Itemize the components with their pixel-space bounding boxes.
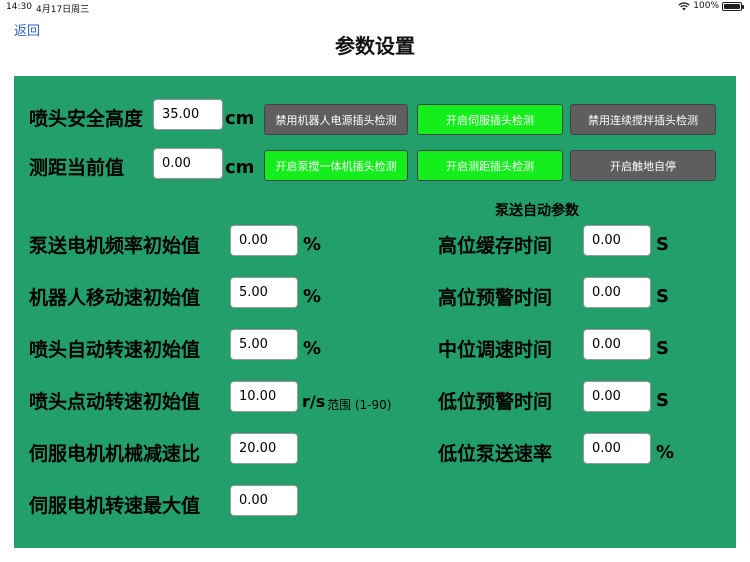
settings-panel: 喷头安全高度 35.00 cm 禁用机器人电源插头检测 开启伺服插头检测 禁用连… bbox=[14, 76, 736, 548]
robot-move-speed-init-unit: % bbox=[303, 286, 322, 307]
status-date: 4月17日周三 bbox=[36, 5, 90, 15]
nozzle-jog-speed-range-note: 范围 (1-90) bbox=[327, 398, 392, 412]
pump-motor-freq-init-label: 泵送电机频率初始值 bbox=[29, 235, 201, 257]
wifi-icon bbox=[678, 1, 690, 10]
nozzle-safe-height-label: 喷头安全高度 bbox=[29, 108, 144, 130]
pump-motor-freq-init-unit: % bbox=[303, 234, 322, 255]
mid-adjust-time-input[interactable]: 0.00 bbox=[583, 329, 651, 360]
servo-max-speed-input[interactable]: 0.00 bbox=[230, 485, 298, 516]
range-current-unit: cm bbox=[225, 157, 255, 178]
disable-continuous-mix-plug-detect-button[interactable]: 禁用连续搅拌插头检测 bbox=[570, 104, 716, 135]
mid-adjust-time-unit: S bbox=[656, 338, 669, 359]
status-time: 14:30 bbox=[6, 2, 32, 12]
low-warning-time-input[interactable]: 0.00 bbox=[583, 381, 651, 412]
disable-robot-power-plug-detect-button[interactable]: 禁用机器人电源插头检测 bbox=[264, 104, 408, 135]
battery-icon bbox=[722, 1, 744, 11]
low-pump-rate-unit: % bbox=[656, 442, 675, 463]
robot-move-speed-init-label: 机器人移动速初始值 bbox=[29, 287, 201, 309]
status-bar: 14:30 4月17日周三 100% bbox=[0, 0, 750, 15]
battery-fill bbox=[724, 3, 740, 9]
nozzle-jog-speed-init-input[interactable]: 10.00 bbox=[230, 381, 298, 412]
status-right: 100% bbox=[678, 1, 744, 11]
low-warning-time-label: 低位预警时间 bbox=[438, 391, 553, 413]
page-title: 参数设置 bbox=[335, 34, 415, 58]
back-button[interactable]: 返回 bbox=[14, 24, 41, 39]
high-warning-time-unit: S bbox=[656, 286, 669, 307]
battery-percent: 100% bbox=[693, 1, 719, 11]
enable-servo-plug-detect-button[interactable]: 开启伺服插头检测 bbox=[417, 104, 563, 135]
pump-auto-section-title: 泵送自动参数 bbox=[495, 203, 579, 219]
range-current-input[interactable]: 0.00 bbox=[153, 148, 223, 179]
servo-max-speed-label: 伺服电机转速最大值 bbox=[29, 495, 201, 517]
servo-reduction-ratio-label: 伺服电机机械减速比 bbox=[29, 443, 201, 465]
robot-move-speed-init-input[interactable]: 5.00 bbox=[230, 277, 298, 308]
low-pump-rate-label: 低位泵送速率 bbox=[438, 443, 553, 465]
low-warning-time-unit: S bbox=[656, 390, 669, 411]
servo-reduction-ratio-input[interactable]: 20.00 bbox=[230, 433, 298, 464]
nozzle-auto-speed-init-input[interactable]: 5.00 bbox=[230, 329, 298, 360]
high-warning-time-label: 高位预警时间 bbox=[438, 287, 553, 309]
nozzle-safe-height-unit: cm bbox=[225, 108, 255, 129]
high-buffer-time-input[interactable]: 0.00 bbox=[583, 225, 651, 256]
enable-range-plug-detect-button[interactable]: 开启测距插头检测 bbox=[417, 150, 563, 181]
nozzle-auto-speed-init-label: 喷头自动转速初始值 bbox=[29, 339, 201, 361]
range-current-label: 测距当前值 bbox=[29, 157, 125, 179]
pump-motor-freq-init-input[interactable]: 0.00 bbox=[230, 225, 298, 256]
high-buffer-time-unit: S bbox=[656, 234, 669, 255]
enable-pump-mix-plug-detect-button[interactable]: 开启泵搅一体机插头检测 bbox=[264, 150, 408, 181]
low-pump-rate-input[interactable]: 0.00 bbox=[583, 433, 651, 464]
high-buffer-time-label: 高位缓存时间 bbox=[438, 235, 553, 257]
enable-ground-auto-stop-button[interactable]: 开启触地自停 bbox=[570, 150, 716, 181]
mid-adjust-time-label: 中位调速时间 bbox=[438, 339, 553, 361]
nozzle-jog-speed-init-label: 喷头点动转速初始值 bbox=[29, 391, 201, 413]
nozzle-safe-height-input[interactable]: 35.00 bbox=[153, 99, 223, 130]
nozzle-jog-speed-init-unit: r/s bbox=[302, 392, 326, 411]
high-warning-time-input[interactable]: 0.00 bbox=[583, 277, 651, 308]
nozzle-auto-speed-init-unit: % bbox=[303, 338, 322, 359]
